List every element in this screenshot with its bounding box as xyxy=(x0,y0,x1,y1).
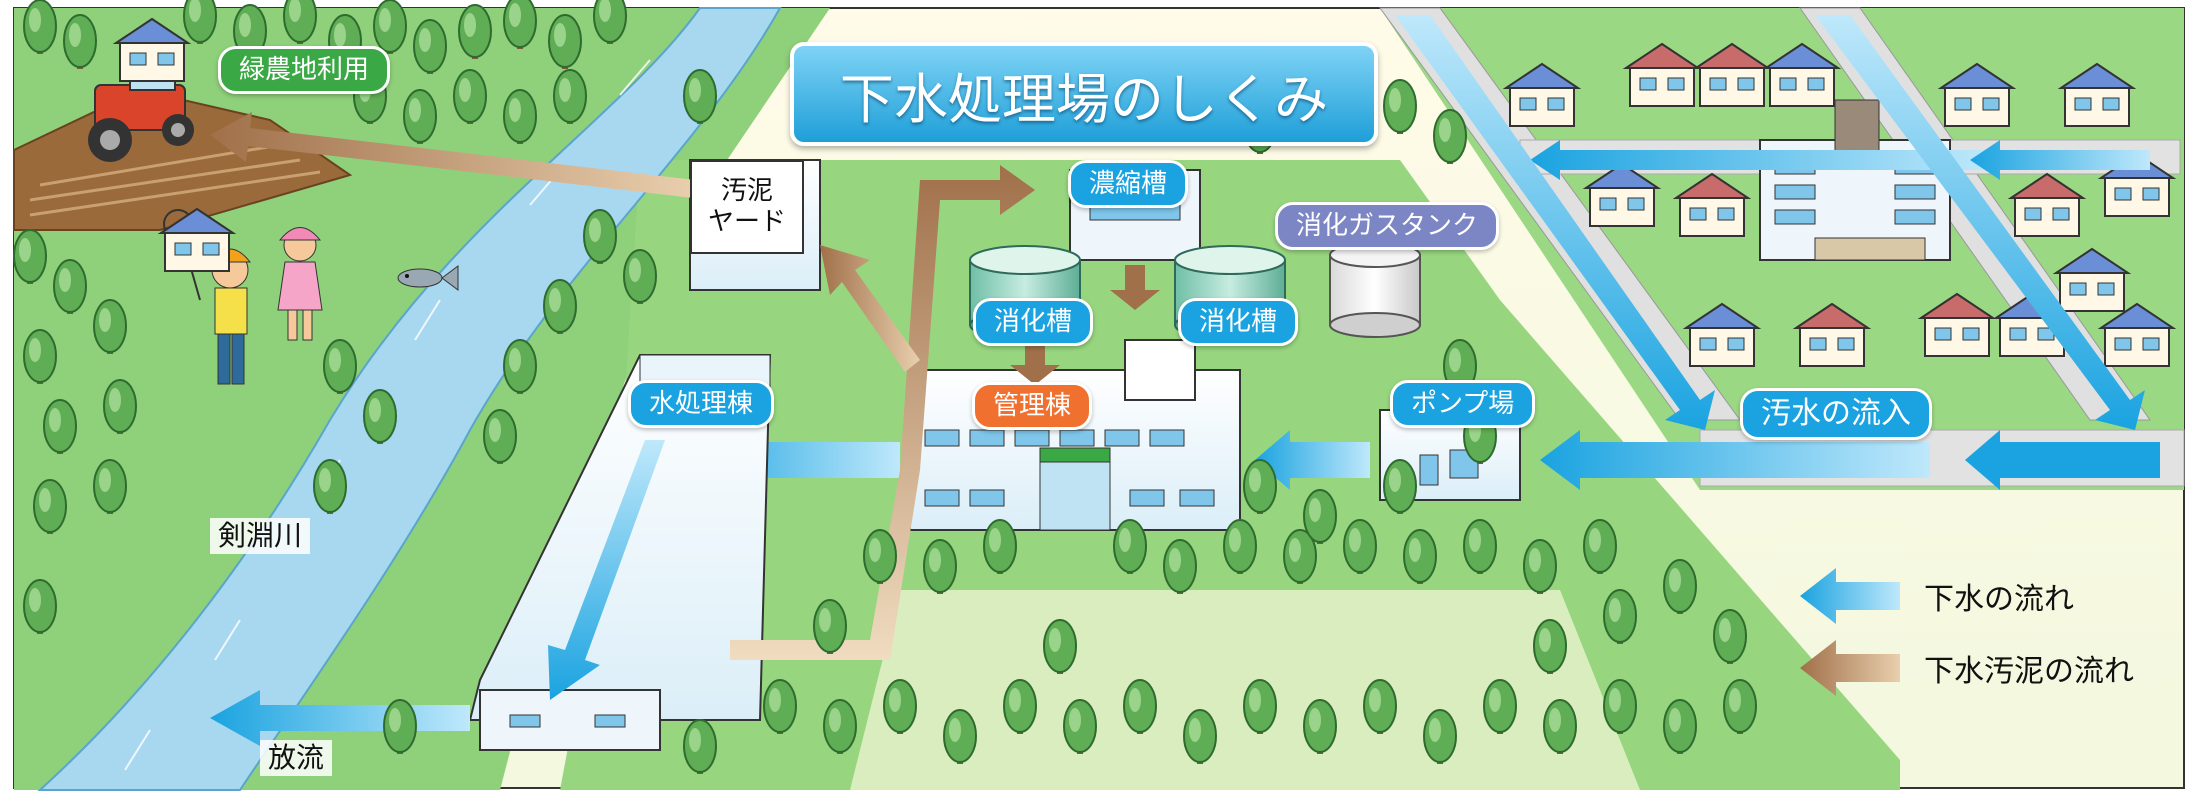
fish-icon xyxy=(397,265,459,291)
discharge-label: 放流 xyxy=(260,740,333,776)
thickener-label: 濃縮槽 xyxy=(1068,160,1189,208)
legend-sludge-text: 下水汚泥の流れ xyxy=(1924,654,2134,689)
tractor-icon xyxy=(88,54,194,162)
digester-right-label: 消化槽 xyxy=(1178,298,1299,346)
sewage-inflow-label: 汚水の流入 xyxy=(1740,388,1932,440)
pump-station-label: ポンプ場 xyxy=(1390,380,1536,428)
gas-tank-label: 消化ガスタンク xyxy=(1275,202,1500,250)
legend-sewage-text: 下水の流れ xyxy=(1924,582,2074,617)
sludge-yard-label: 汚泥 ヤード xyxy=(690,160,804,254)
digester-left-label: 消化槽 xyxy=(973,298,1094,346)
diagram-title: 下水処理場のしくみ xyxy=(790,42,1378,146)
legend: 下水の流れ 下水汚泥の流れ xyxy=(1800,560,2180,710)
management-building-label: 管理棟 xyxy=(972,382,1093,430)
legend-sewage: 下水の流れ xyxy=(1800,568,2074,624)
river-label: 剣淵川 xyxy=(210,518,311,554)
blue-arrow-icon xyxy=(1800,568,1900,624)
water-treatment-label: 水処理棟 xyxy=(628,380,775,428)
brown-arrow-icon xyxy=(1800,640,1900,696)
child-icon xyxy=(277,227,323,341)
green-farm-label: 緑農地利用 xyxy=(218,46,391,94)
legend-sludge: 下水汚泥の流れ xyxy=(1800,640,2134,696)
